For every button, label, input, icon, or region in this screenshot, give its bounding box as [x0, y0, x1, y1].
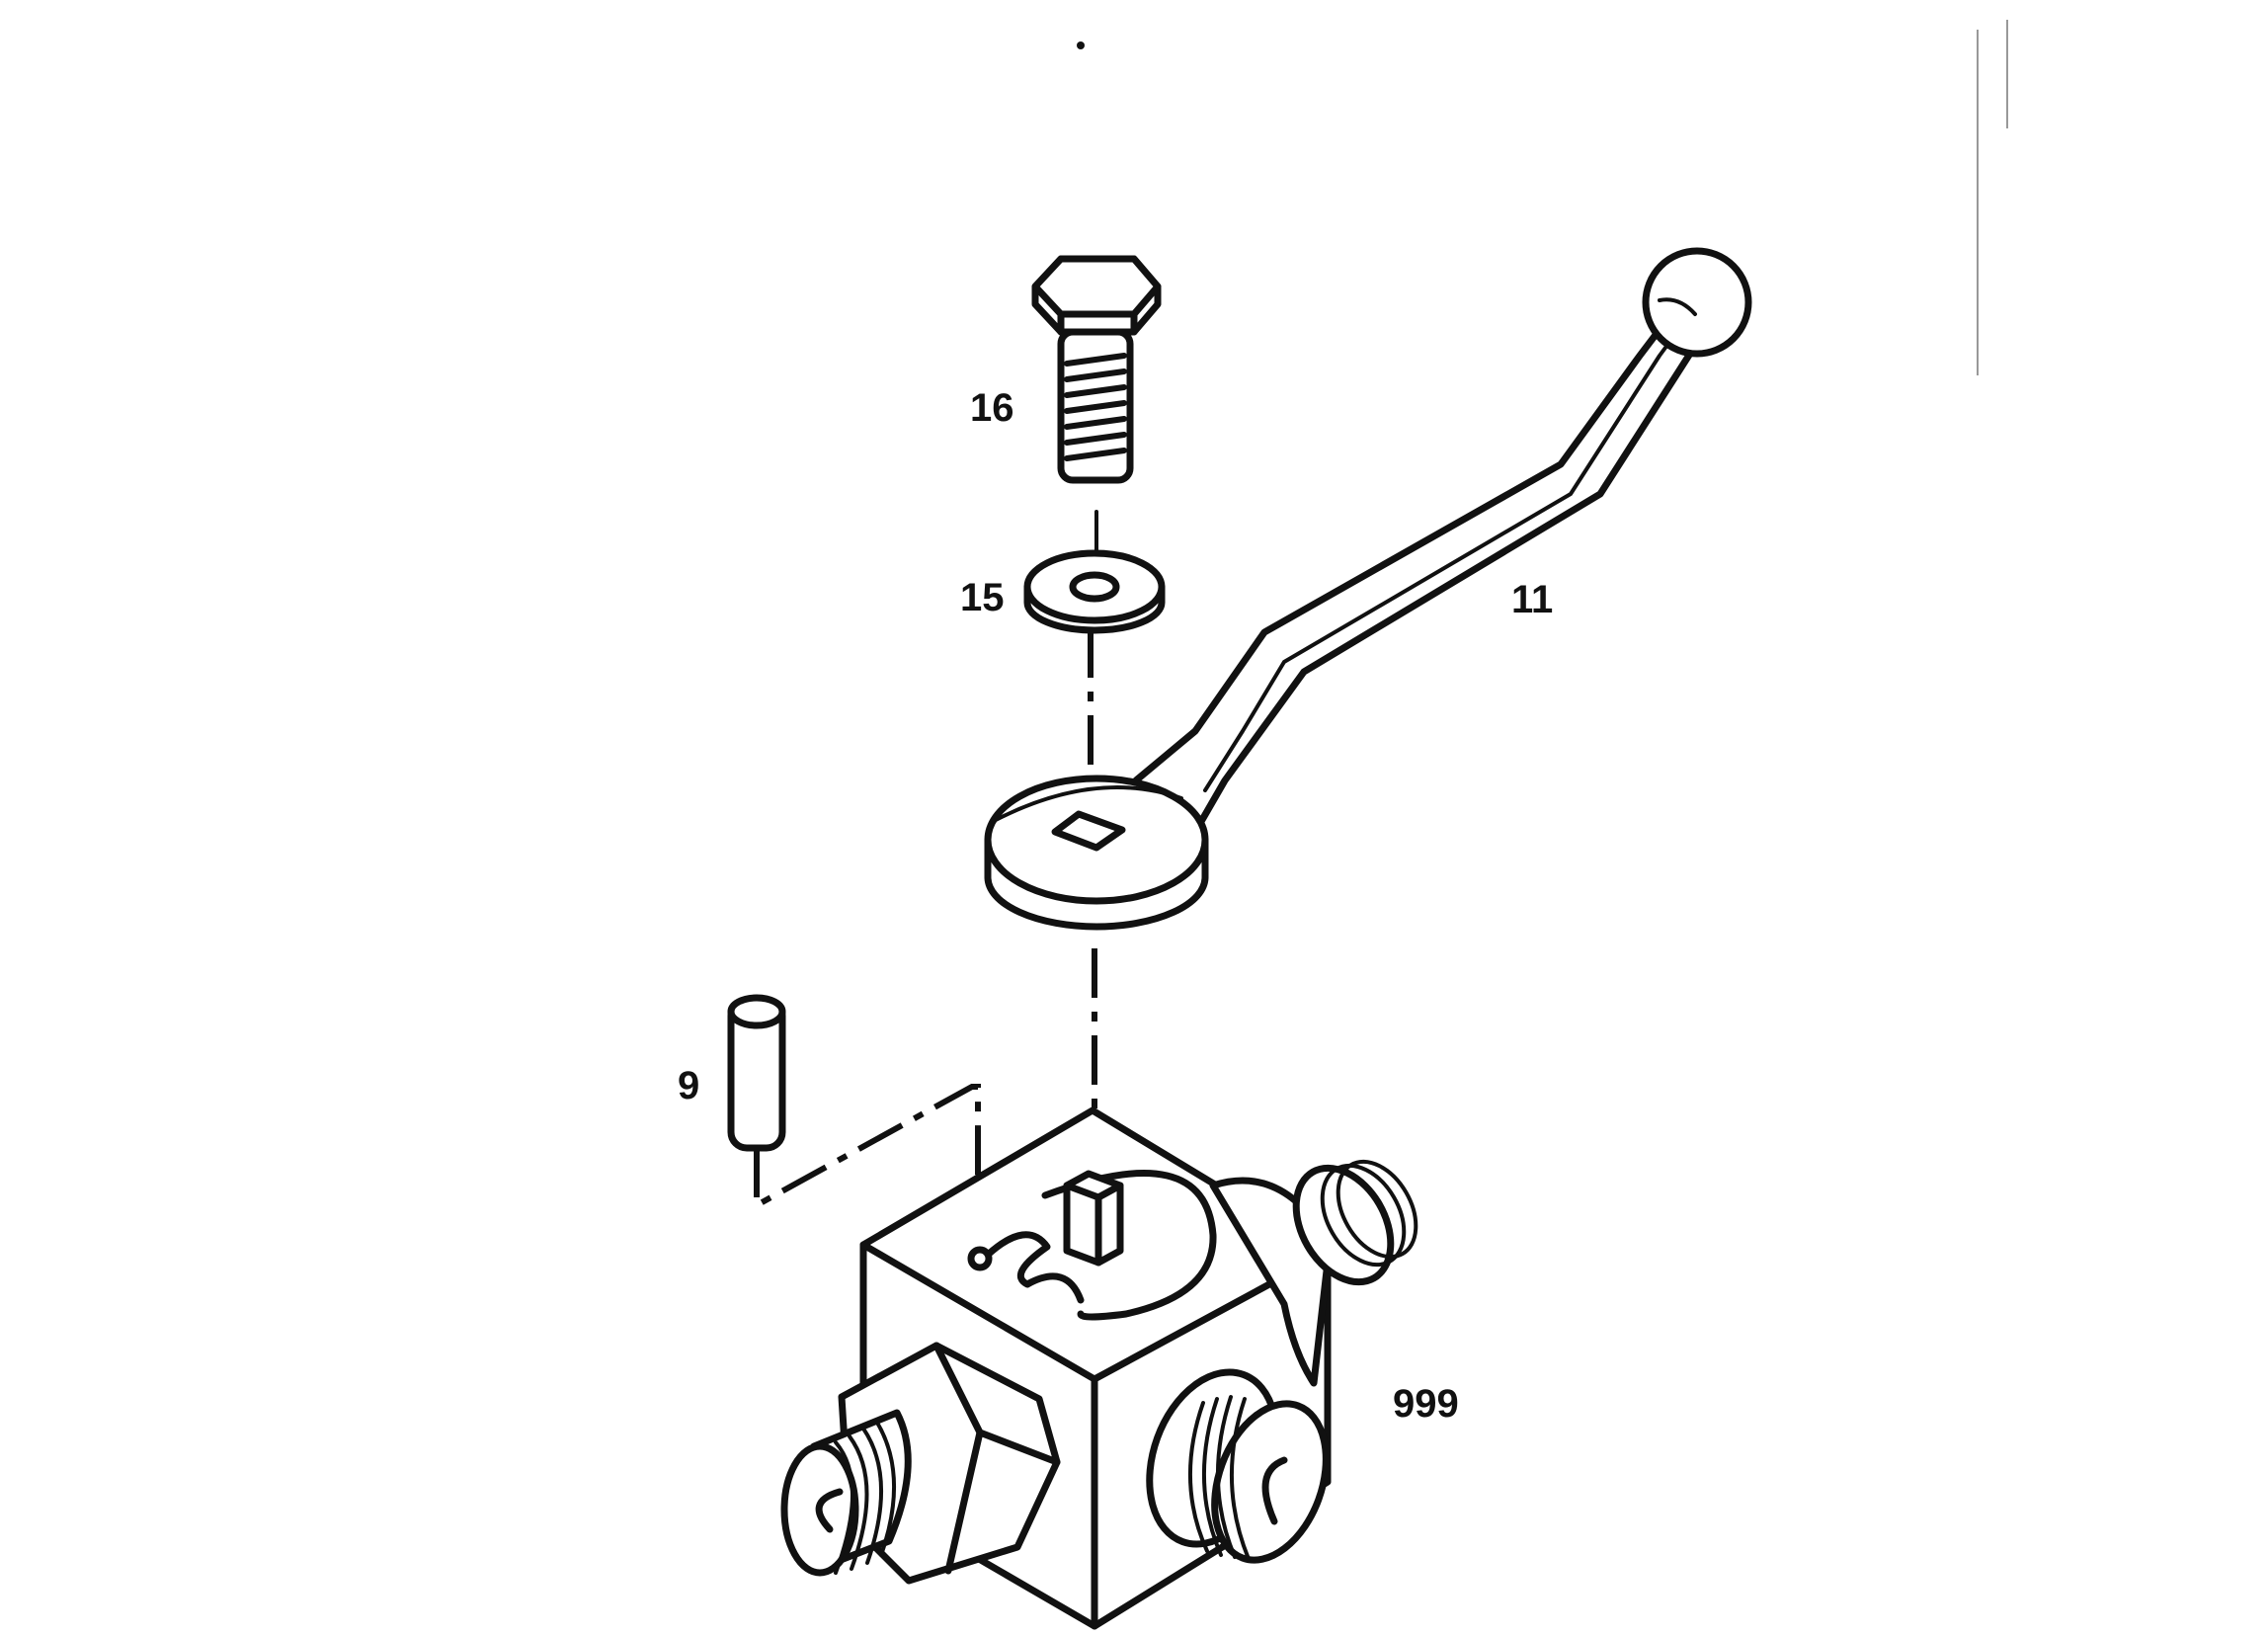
- callout-999: 999: [1393, 1382, 1459, 1426]
- callout-9: 9: [678, 1064, 699, 1107]
- scan-artifacts: [1077, 20, 2008, 375]
- callout-15: 15: [960, 576, 1005, 619]
- valve-body-part: [780, 1106, 1418, 1630]
- handle-part: [984, 247, 1752, 931]
- bolt-threads: [1064, 353, 1127, 461]
- port-front-right: [1146, 1368, 1330, 1564]
- port-left-threads: [834, 1421, 896, 1575]
- bolt-part: [1031, 255, 1162, 484]
- port-front-right-threads: [1187, 1395, 1251, 1561]
- callout-labels: 16 15 11 9 999: [678, 386, 1553, 1426]
- callout-11: 11: [1511, 578, 1553, 621]
- port-rear-right: [1209, 1159, 1418, 1387]
- washer-part: [1023, 549, 1166, 634]
- callout-16: 16: [970, 386, 1014, 430]
- pin-part: [727, 994, 981, 1225]
- port-left: [780, 1342, 1061, 1585]
